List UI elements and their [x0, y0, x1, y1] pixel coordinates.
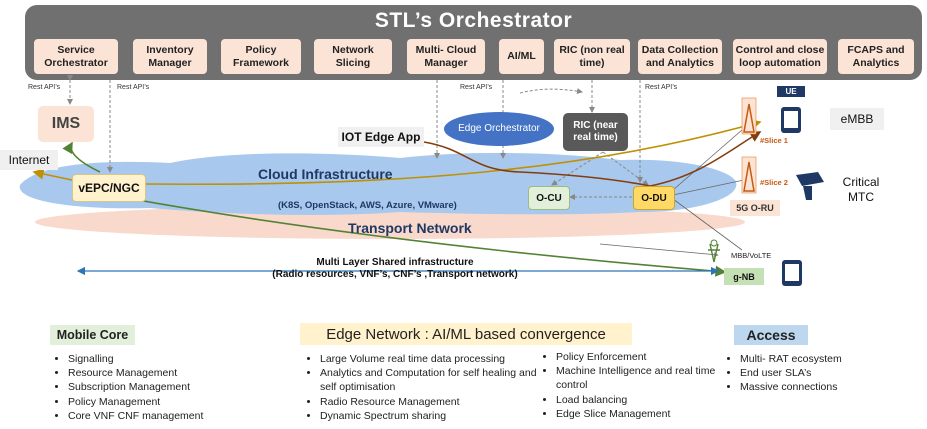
list-item: Machine Intelligence and real time contr…	[556, 364, 726, 392]
access-title: Access	[734, 325, 808, 345]
module-inventory-manager: Inventory Manager	[133, 39, 207, 74]
list-item: Load balancing	[556, 393, 726, 407]
list-item: Signalling	[68, 352, 298, 366]
transport-network-label: Transport Network	[348, 220, 472, 236]
o-du-node: O-DU	[633, 186, 675, 210]
module-policy-framework: Policy Framework	[221, 39, 301, 74]
slice-2-label: #Slice 2	[760, 178, 788, 187]
edge-network-list-left: Large Volume real time data processing A…	[304, 352, 540, 423]
list-item: Policy Enforcement	[556, 350, 726, 364]
embb-label: eMBB	[830, 108, 884, 130]
module-service-orchestrator: Service Orchestrator	[34, 39, 118, 74]
cloud-infrastructure-label: Cloud Infrastructure	[258, 166, 393, 182]
module-network-slicing: Network Slicing	[314, 39, 392, 74]
list-item: Resource Management	[68, 366, 298, 380]
module-data-collection: Data Collection and Analytics	[638, 39, 722, 74]
list-item: Dynamic Spectrum sharing	[320, 409, 540, 423]
o-ru-label: 5G O-RU	[730, 200, 780, 216]
iot-edge-app-node: IOT Edge App	[338, 127, 424, 147]
list-item: Analytics and Computation for self heali…	[320, 366, 540, 394]
rest-api-label: Rest API’s	[28, 84, 61, 91]
ue-badge: UE	[777, 86, 805, 97]
access-list: Multi- RAT ecosystem End user SLA’s Mass…	[724, 352, 920, 395]
rest-api-label: Rest API’s	[460, 84, 493, 91]
mbb-volte-label: MBB/VoLTE	[731, 251, 772, 260]
multi-layer-subtitle: (Radio resources, VNF’s, CNF’s ,Transpor…	[272, 269, 518, 280]
slice2-antenna-icon	[741, 156, 757, 194]
module-ai-ml: AI/ML	[499, 39, 544, 74]
cloud-platforms-label: (K8S, OpenStack, AWS, Azure, VMware)	[278, 200, 457, 211]
multi-layer-infrastructure: Multi Layer Shared infrastructure (Radio…	[265, 257, 525, 281]
list-item: Massive connections	[740, 380, 920, 394]
critical-mtc-label: Critical MTC	[842, 175, 880, 204]
list-item: Large Volume real time data processing	[320, 352, 540, 366]
list-item: Subscription Management	[68, 380, 298, 394]
edge-network-list-right: Policy Enforcement Machine Intelligence …	[540, 350, 726, 421]
list-item: Edge Slice Management	[556, 407, 726, 421]
orchestrator-title: STL’s Orchestrator	[374, 9, 573, 32]
ims-node: IMS	[38, 106, 94, 142]
edge-network-title: Edge Network : AI/ML based convergence	[300, 323, 632, 345]
module-fcaps: FCAPS and Analytics	[838, 39, 914, 74]
module-multi-cloud-manager: Multi- Cloud Manager	[407, 39, 485, 74]
o-cu-node: O-CU	[528, 186, 570, 210]
mtc-device-icon	[796, 172, 824, 200]
edge-orchestrator-node: Edge Orchestrator	[444, 112, 554, 146]
list-item: Policy Management	[68, 395, 298, 409]
module-ric-non-rt: RIC (non real time)	[554, 39, 630, 74]
mobile-core-list: Signalling Resource Management Subscript…	[52, 352, 298, 423]
mobile-core-title: Mobile Core	[50, 325, 135, 345]
list-item: Core VNF CNF management	[68, 409, 298, 423]
module-closed-loop: Control and close loop automation	[733, 39, 827, 74]
internet-node: Internet	[0, 150, 58, 170]
rest-api-label: Rest API’s	[645, 84, 678, 91]
ric-near-rt-node: RIC (near real time)	[563, 113, 628, 151]
g-nb-label: g-NB	[724, 268, 764, 285]
smartphone-icon	[782, 260, 802, 286]
list-item: End user SLA’s	[740, 366, 920, 380]
list-item: Radio Resource Management	[320, 395, 540, 409]
rest-api-label: Rest API’s	[117, 84, 150, 91]
gnb-antenna-icon	[708, 239, 720, 263]
slice-1-label: #Slice 1	[760, 136, 788, 145]
slice1-antenna-icon	[741, 97, 757, 135]
multi-layer-title: Multi Layer Shared infrastructure	[316, 257, 474, 268]
list-item: Multi- RAT ecosystem	[740, 352, 920, 366]
smartphone-icon	[781, 107, 801, 133]
vepc-ngc-node: vEPC/NGC	[72, 174, 146, 202]
